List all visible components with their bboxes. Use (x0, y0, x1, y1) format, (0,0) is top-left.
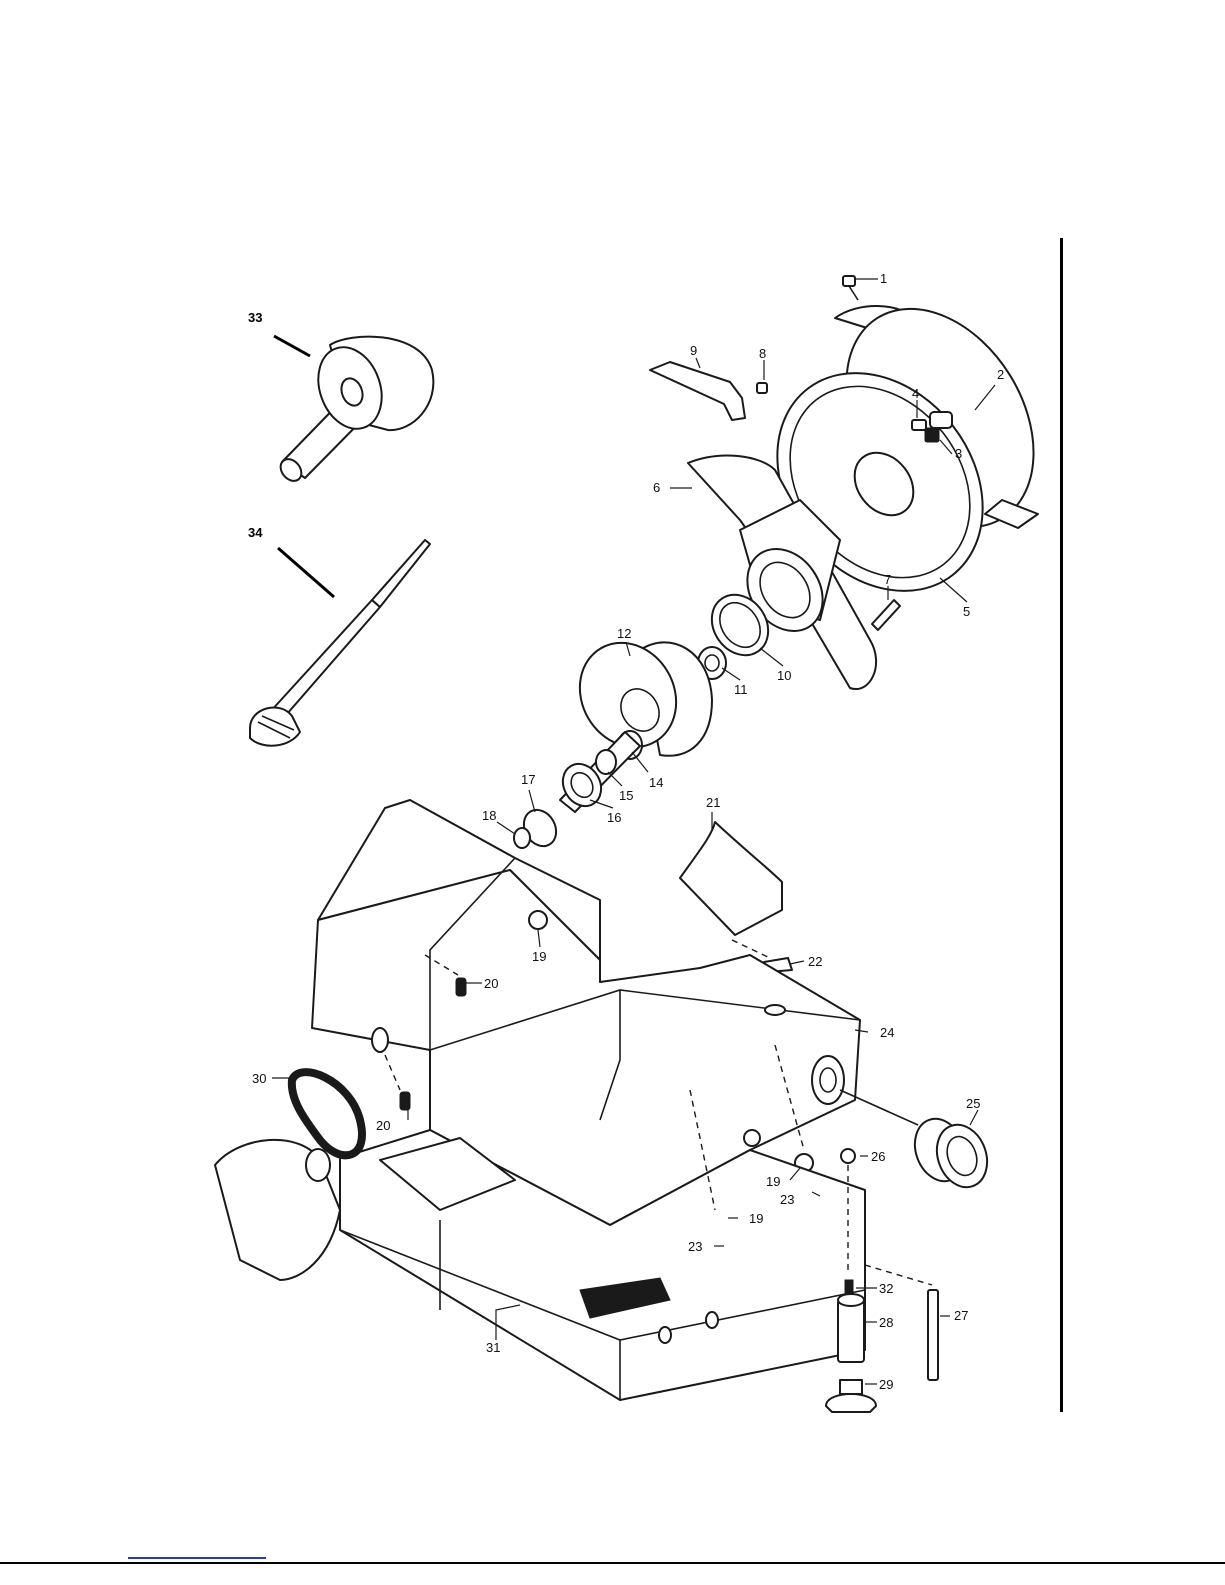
callout-28: 28 (879, 1315, 893, 1330)
callout-16: 16 (607, 810, 621, 825)
part-28-spacer (838, 1294, 864, 1362)
motor-housing (215, 1140, 340, 1280)
callout-20a: 20 (484, 976, 498, 991)
callout-14: 14 (649, 775, 663, 790)
part-34-tool (250, 540, 430, 746)
part-9-bracket (650, 362, 745, 420)
callout-1: 1 (880, 271, 887, 286)
callout-19a: 19 (532, 949, 546, 964)
callout-30: 30 (252, 1071, 266, 1086)
part-30-belt (292, 1072, 362, 1155)
part-4-screw (912, 420, 926, 430)
part-29-foot (826, 1380, 876, 1412)
callout-4: 4 (912, 386, 919, 401)
callout-12: 12 (617, 626, 631, 641)
callout-5: 5 (963, 604, 970, 619)
part-7-bolt (872, 600, 900, 630)
part-21-cover (680, 822, 782, 935)
callout-23b: 23 (688, 1239, 702, 1254)
callout-29: 29 (879, 1377, 893, 1392)
callout-31: 31 (486, 1340, 500, 1355)
callout-22: 22 (808, 954, 822, 969)
callout-33: 33 (248, 310, 262, 325)
part-26-screw (841, 1149, 855, 1163)
part-1-screw (843, 276, 858, 300)
callout-32: 32 (879, 1281, 893, 1296)
callout-27: 27 (954, 1308, 968, 1323)
callout-15: 15 (619, 788, 633, 803)
part-33-tool (276, 337, 433, 485)
callout-19b: 19 (766, 1174, 780, 1189)
callout-26: 26 (871, 1149, 885, 1164)
callout-7: 7 (884, 572, 891, 587)
callout-19c: 19 (749, 1211, 763, 1226)
callout-20b: 20 (376, 1118, 390, 1133)
callout-6: 6 (653, 480, 660, 495)
callout-10: 10 (777, 668, 791, 683)
callout-11: 11 (734, 682, 748, 697)
part-18-clip (514, 828, 530, 848)
part-8-screw (757, 383, 767, 393)
callout-24: 24 (880, 1025, 894, 1040)
callout-23a: 23 (780, 1192, 794, 1207)
callout-25: 25 (966, 1096, 980, 1111)
callout-34: 34 (248, 525, 263, 540)
callout-8: 8 (759, 346, 766, 361)
callout-3: 3 (955, 446, 962, 461)
callout-9: 9 (690, 343, 697, 358)
part-32-pin (845, 1280, 853, 1294)
callout-21: 21 (706, 795, 720, 810)
callout-17: 17 (521, 772, 535, 787)
part-27-bolt (928, 1290, 938, 1380)
callout-2: 2 (997, 367, 1004, 382)
callout-18: 18 (482, 808, 496, 823)
